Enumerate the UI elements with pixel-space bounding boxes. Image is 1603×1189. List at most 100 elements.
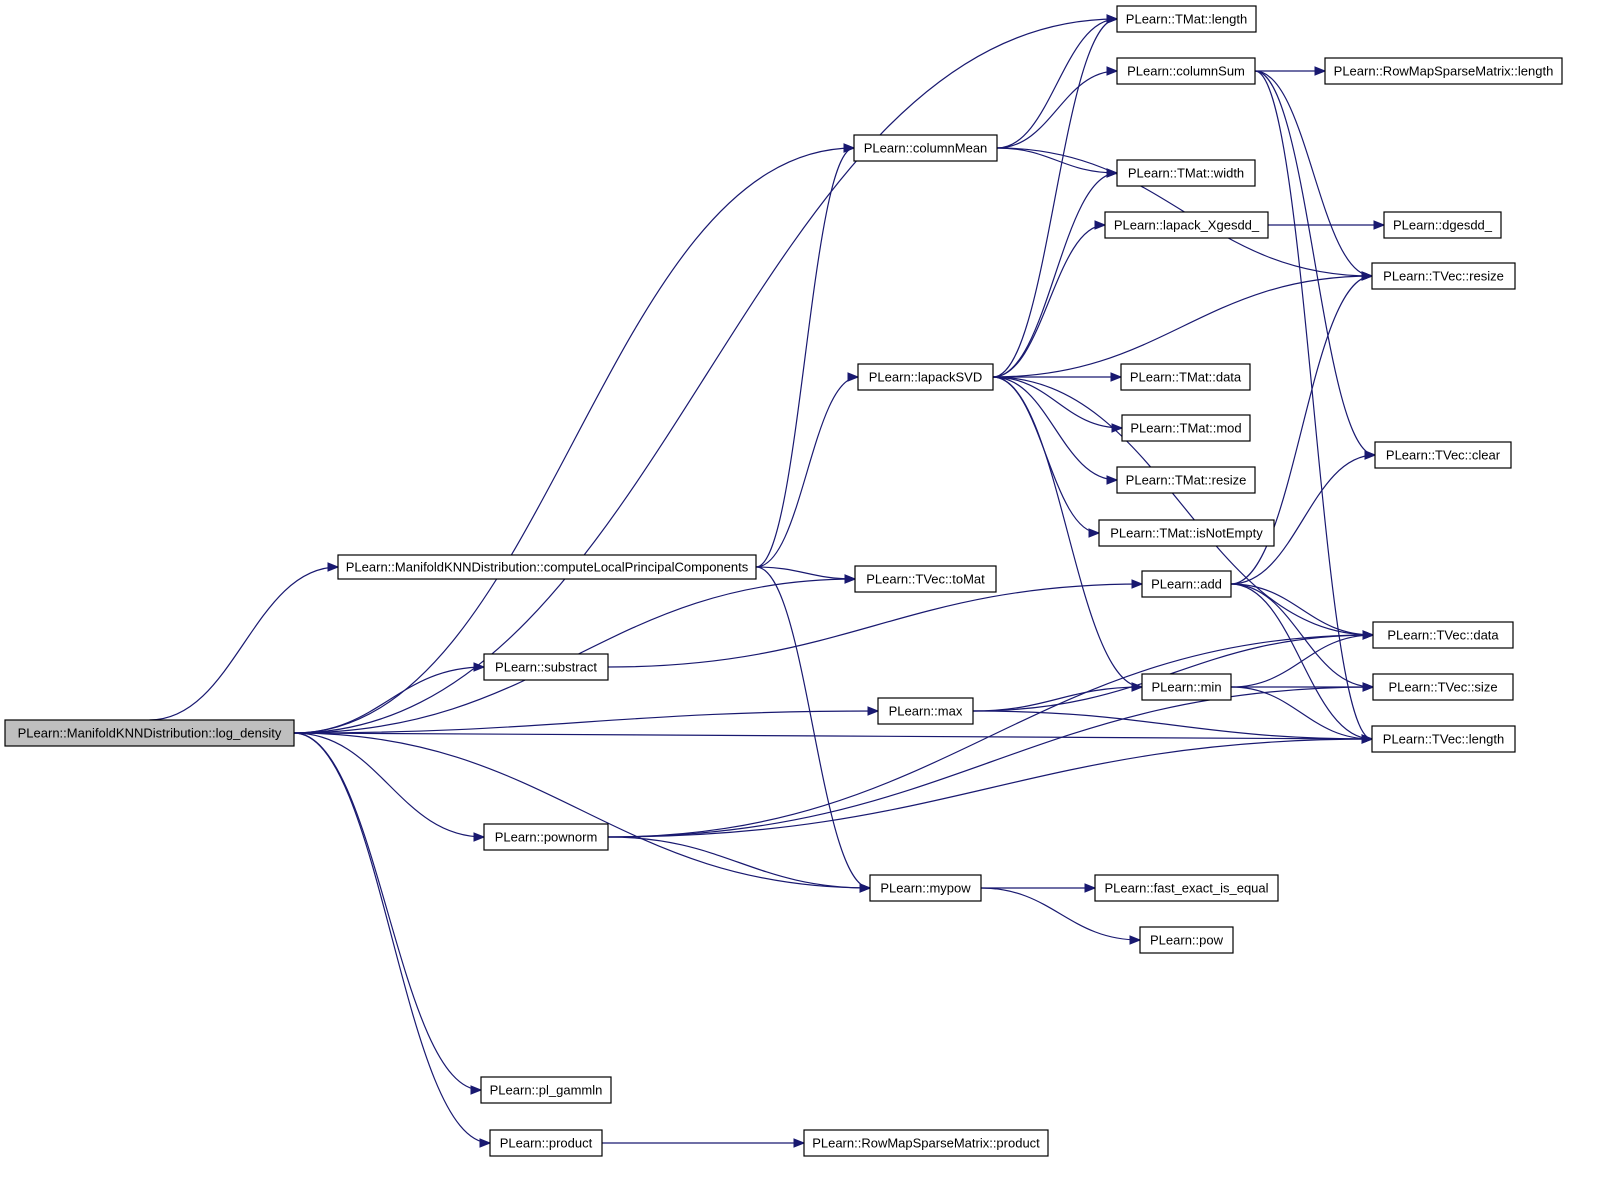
node-tvec-data[interactable]: PLearn::TVec::data [1372, 621, 1514, 649]
node-label: PLearn::TMat::width [1128, 166, 1244, 181]
node-mypow[interactable]: PLearn::mypow [869, 874, 982, 902]
node-box [1324, 57, 1563, 85]
node-box [1371, 262, 1516, 290]
node-rmsm-length[interactable]: PLearn::RowMapSparseMatrix::length [1324, 57, 1563, 85]
node-compute-lpc[interactable]: PLearn::ManifoldKNNDistribution::compute… [337, 554, 757, 580]
edge-column-mean-to-column-sum [996, 66, 1119, 149]
node-tvec-length[interactable]: PLearn::TVec::length [1371, 725, 1516, 753]
edge-lapack-svd-to-tmat-mod [992, 376, 1124, 433]
edge-lapack-svd-to-tmat-resize [992, 376, 1119, 485]
node-tvec-size[interactable]: PLearn::TVec::size [1372, 673, 1514, 701]
node-label: PLearn::min [1151, 680, 1221, 695]
node-label: PLearn::add [1151, 577, 1222, 592]
edge-log-density-to-tvec-length [293, 732, 1374, 744]
node-label: PLearn::TMat::data [1130, 370, 1242, 385]
node-box [1098, 519, 1275, 547]
node-label: PLearn::TMat::mod [1130, 421, 1241, 436]
node-label: PLearn::ManifoldKNNDistribution::compute… [346, 560, 749, 575]
node-label: PLearn::dgesdd_ [1393, 218, 1493, 233]
node-pownorm[interactable]: PLearn::pownorm [483, 823, 609, 851]
node-tmat-mod[interactable]: PLearn::TMat::mod [1121, 414, 1251, 442]
node-label: PLearn::substract [495, 660, 597, 675]
node-box [1372, 673, 1514, 701]
node-box [1139, 926, 1234, 954]
node-column-mean[interactable]: PLearn::columnMean [853, 134, 998, 162]
node-label: PLearn::TMat::length [1126, 12, 1247, 27]
edge-compute-lpc-to-column-mean [755, 143, 856, 568]
node-tmat-resize[interactable]: PLearn::TMat::resize [1116, 466, 1256, 494]
node-label: PLearn::lapackSVD [869, 370, 982, 385]
edge-add-to-tvec-clear [1230, 450, 1377, 585]
node-label: PLearn::RowMapSparseMatrix::length [1334, 64, 1554, 79]
edge-compute-lpc-to-tvec-to-mat [755, 566, 857, 584]
node-box [483, 823, 609, 851]
edge-log-density-to-column-mean [293, 143, 856, 734]
node-min[interactable]: PLearn::min [1141, 673, 1232, 701]
node-label: PLearn::ManifoldKNNDistribution::log_den… [18, 726, 282, 741]
node-label: PLearn::TVec::data [1387, 628, 1499, 643]
edge-mypow-to-fast-exact-is-equal [981, 883, 1097, 893]
node-pl-gammln[interactable]: PLearn::pl_gammln [480, 1076, 612, 1104]
node-box [1120, 363, 1251, 391]
node-box [4, 719, 295, 747]
node-box [489, 1129, 603, 1157]
node-label: PLearn::TVec::toMat [866, 572, 985, 587]
node-box [1094, 874, 1279, 902]
node-box [1371, 725, 1516, 753]
node-box [337, 554, 757, 580]
edge-pownorm-to-tvec-size [607, 682, 1375, 838]
node-lapack-svd[interactable]: PLearn::lapackSVD [857, 363, 994, 391]
node-box [1383, 211, 1502, 239]
node-column-sum[interactable]: PLearn::columnSum [1116, 57, 1256, 85]
node-label: PLearn::TVec::clear [1386, 448, 1501, 463]
edge-lapack-svd-to-tmat-length [992, 14, 1119, 378]
node-tvec-resize[interactable]: PLearn::TVec::resize [1371, 262, 1516, 290]
edge-product-to-rmsm-product [602, 1138, 806, 1148]
edge-pownorm-to-tvec-length [607, 734, 1374, 838]
node-tvec-clear[interactable]: PLearn::TVec::clear [1374, 441, 1512, 469]
edge-pownorm-to-mypow [607, 836, 872, 893]
edge-log-density-to-substract [293, 662, 486, 734]
edge-lapack-xgesdd--to-dgesdd- [1268, 220, 1386, 230]
node-box [869, 874, 982, 902]
node-add[interactable]: PLearn::add [1141, 570, 1232, 598]
node-fast-exact-is-equal[interactable]: PLearn::fast_exact_is_equal [1094, 874, 1279, 902]
edge-add-to-tvec-length [1230, 583, 1374, 744]
edge-lapack-svd-to-tvec-resize [992, 271, 1374, 378]
node-label: PLearn::RowMapSparseMatrix::product [812, 1136, 1040, 1151]
node-box [480, 1076, 612, 1104]
node-label: PLearn::fast_exact_is_equal [1104, 881, 1268, 896]
node-lapack-xgesdd-[interactable]: PLearn::lapack_Xgesdd_ [1104, 211, 1269, 239]
edge-pownorm-to-tvec-data [607, 630, 1375, 838]
edge-lapack-svd-to-lapack-xgesdd- [992, 220, 1107, 378]
node-box [483, 653, 609, 681]
node-rmsm-product[interactable]: PLearn::RowMapSparseMatrix::product [803, 1129, 1049, 1157]
node-tmat-is-not-empty[interactable]: PLearn::TMat::isNotEmpty [1098, 519, 1275, 547]
node-product[interactable]: PLearn::product [489, 1129, 603, 1157]
node-box [1104, 211, 1269, 239]
node-box [1141, 570, 1232, 598]
node-box [1374, 441, 1512, 469]
nodes-layer: PLearn::ManifoldKNNDistribution::log_den… [4, 5, 1563, 1157]
node-tmat-data[interactable]: PLearn::TMat::data [1120, 363, 1251, 391]
node-substract[interactable]: PLearn::substract [483, 653, 609, 681]
node-label: PLearn::columnSum [1127, 64, 1245, 79]
node-pow[interactable]: PLearn::pow [1139, 926, 1234, 954]
edge-add-to-tvec-data [1230, 583, 1375, 640]
node-dgesdd-[interactable]: PLearn::dgesdd_ [1383, 211, 1502, 239]
node-tvec-to-mat[interactable]: PLearn::TVec::toMat [854, 565, 997, 593]
node-log-density[interactable]: PLearn::ManifoldKNNDistribution::log_den… [4, 719, 295, 747]
edge-lapack-svd-to-tmat-width [992, 168, 1119, 378]
node-max[interactable]: PLearn::max [877, 697, 974, 725]
node-box [853, 134, 998, 162]
node-box [857, 363, 994, 391]
node-tmat-width[interactable]: PLearn::TMat::width [1116, 159, 1256, 187]
node-box [803, 1129, 1049, 1157]
node-tmat-length[interactable]: PLearn::TMat::length [1116, 5, 1257, 33]
edge-log-density-to-compute-lpc [149, 562, 340, 721]
node-label: PLearn::TVec::resize [1383, 269, 1504, 284]
node-label: PLearn::pow [1150, 933, 1224, 948]
node-label: PLearn::TVec::length [1383, 732, 1504, 747]
node-box [1116, 159, 1256, 187]
